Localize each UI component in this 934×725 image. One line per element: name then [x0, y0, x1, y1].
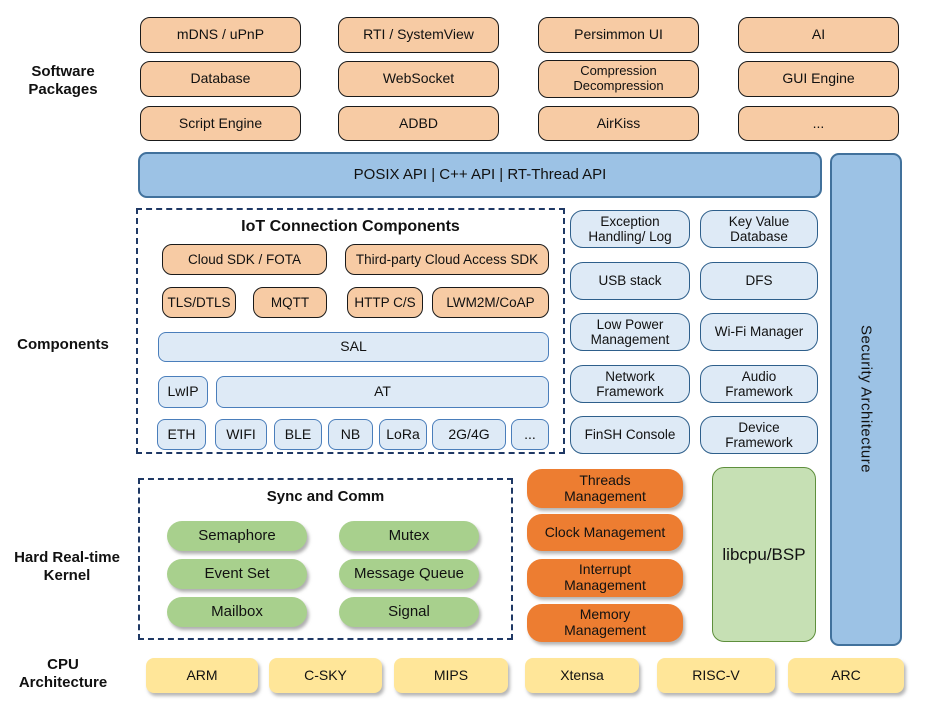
package-box: Compression Decompression: [538, 60, 699, 98]
cpu-box: MIPS: [394, 658, 508, 693]
protocol-box: TLS/DTLS: [162, 287, 236, 318]
iot-group-title: IoT Connection Components: [241, 218, 460, 235]
software-packages-label: Software Packages: [28, 63, 98, 98]
security-architecture-label: Security Architecture: [857, 325, 875, 474]
mgmt-box: Threads Management: [527, 469, 683, 508]
package-box: ...: [738, 106, 899, 141]
protocol-box: MQTT: [253, 287, 327, 318]
component-box: Device Framework: [700, 416, 818, 454]
package-box: GUI Engine: [738, 61, 899, 97]
package-box: mDNS / uPnP: [140, 17, 301, 53]
package-box: AI: [738, 17, 899, 53]
package-box: Persimmon UI: [538, 17, 699, 53]
net-box: 2G/4G: [432, 419, 506, 450]
kernel-label: Hard Real-time Kernel: [14, 549, 120, 584]
sync-pill: Mutex: [339, 521, 479, 551]
component-box: Key Value Database: [700, 210, 818, 248]
mgmt-box: Memory Management: [527, 604, 683, 642]
sync-pill: Event Set: [167, 559, 307, 589]
mgmt-box: Interrupt Management: [527, 559, 683, 597]
sal-box: SAL: [158, 332, 549, 362]
cpu-box: ARM: [146, 658, 258, 693]
component-box: Audio Framework: [700, 365, 818, 403]
net-box: NB: [328, 419, 373, 450]
libcpu-bsp-box: libcpu/BSP: [712, 467, 816, 642]
component-box: FinSH Console: [570, 416, 690, 454]
package-box: AirKiss: [538, 106, 699, 141]
net-box: LoRa: [379, 419, 427, 450]
component-box: USB stack: [570, 262, 690, 300]
component-box: Exception Handling/ Log: [570, 210, 690, 248]
component-box: Wi-Fi Manager: [700, 313, 818, 351]
sync-comm-title: Sync and Comm: [266, 488, 385, 505]
sync-pill: Message Queue: [339, 559, 479, 589]
net-box: ...: [511, 419, 549, 450]
cpu-architecture-label: CPU Architecture: [18, 656, 108, 691]
protocol-box: HTTP C/S: [347, 287, 423, 318]
sync-pill: Semaphore: [167, 521, 307, 551]
cpu-box: RISC-V: [657, 658, 775, 693]
iot-sdk-box: Third-party Cloud Access SDK: [345, 244, 549, 275]
package-box: Script Engine: [140, 106, 301, 141]
at-box: AT: [216, 376, 549, 408]
net-box: WIFI: [215, 419, 267, 450]
protocol-box: LWM2M/CoAP: [432, 287, 549, 318]
iot-sdk-box: Cloud SDK / FOTA: [162, 244, 327, 275]
sync-pill: Signal: [339, 597, 479, 627]
package-box: ADBD: [338, 106, 499, 141]
sync-pill: Mailbox: [167, 597, 307, 627]
component-box: DFS: [700, 262, 818, 300]
iot-connection-group: IoT Connection Components Cloud SDK / FO…: [136, 208, 565, 454]
package-box: Database: [140, 61, 301, 97]
cpu-box: Xtensa: [525, 658, 639, 693]
package-box: WebSocket: [338, 61, 499, 97]
mgmt-box: Clock Management: [527, 514, 683, 551]
api-bar: POSIX API | C++ API | RT-Thread API: [138, 152, 822, 198]
security-architecture-bar: Security Architecture: [830, 153, 902, 646]
net-box: ETH: [157, 419, 206, 450]
cpu-box: C-SKY: [269, 658, 382, 693]
component-box: Network Framework: [570, 365, 690, 403]
sync-comm-group: Sync and Comm Semaphore Mutex Event Set …: [138, 478, 513, 640]
components-label: Components: [17, 336, 109, 353]
net-box: BLE: [274, 419, 322, 450]
component-box: Low Power Management: [570, 313, 690, 351]
package-box: RTI / SystemView: [338, 17, 499, 53]
cpu-box: ARC: [788, 658, 904, 693]
lwip-box: LwIP: [158, 376, 208, 408]
